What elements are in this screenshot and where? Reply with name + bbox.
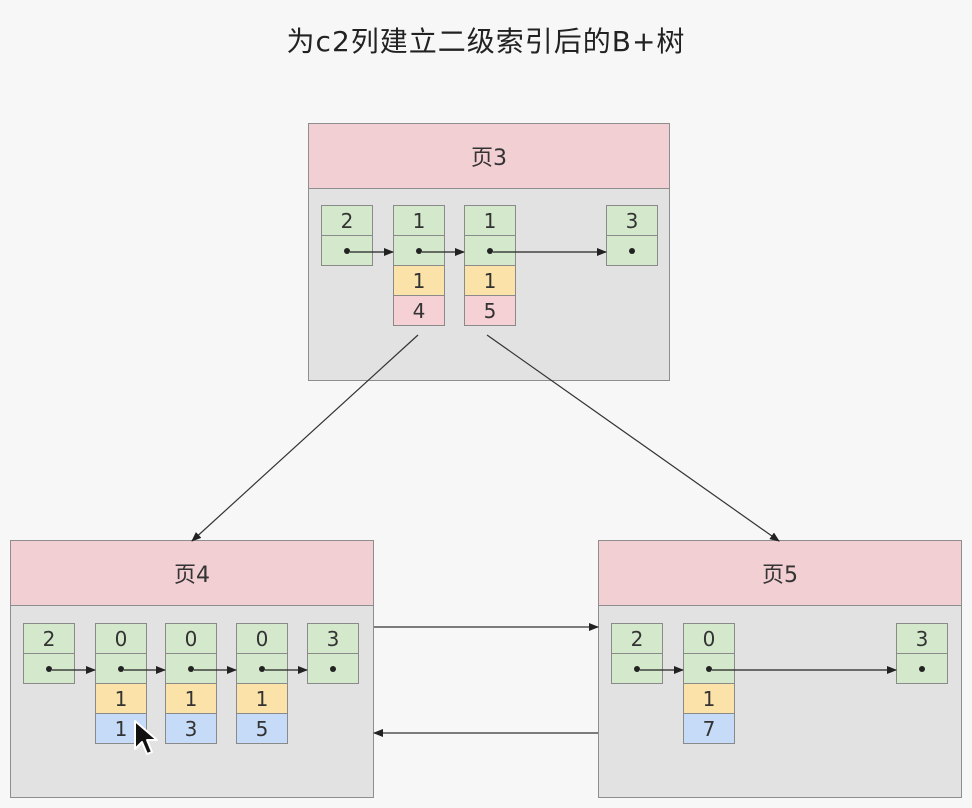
- page-5-record-supremum: 3: [896, 623, 948, 684]
- record-c1-value: 1: [236, 683, 288, 714]
- record-c1-value: 1: [464, 265, 516, 296]
- record-key: 3: [307, 623, 359, 654]
- mouse-cursor-icon: [134, 720, 158, 755]
- pointer-dot-icon: [188, 665, 194, 672]
- pointer-dot-icon: [416, 247, 422, 254]
- page-4-record-supremum: 3: [307, 623, 359, 684]
- pointer-dot-icon: [259, 665, 265, 672]
- record-key: 0: [683, 623, 735, 654]
- record-primary-key: 7: [683, 713, 735, 744]
- page-5-header: 页5: [599, 541, 961, 606]
- page-5-record-1: 0 1 7: [683, 623, 735, 744]
- record-next-pointer: [95, 653, 147, 684]
- page-4-record-infimum: 2: [23, 623, 75, 684]
- record-next-pointer: [896, 653, 948, 684]
- record-key: 3: [606, 205, 658, 236]
- page-3-record-supremum: 3: [606, 205, 658, 266]
- record-next-pointer: [683, 653, 735, 684]
- record-c1-value: 1: [165, 683, 217, 714]
- record-key: 2: [23, 623, 75, 654]
- page-3-record-infimum: 2: [321, 205, 373, 266]
- page-3-record-2: 1 1 5: [464, 205, 516, 326]
- page-4-record-2: 0 1 3: [165, 623, 217, 744]
- page-5-record-infimum: 2: [611, 623, 663, 684]
- record-key: 3: [896, 623, 948, 654]
- page-4-record-3: 0 1 5: [236, 623, 288, 744]
- pointer-dot-icon: [629, 247, 635, 254]
- record-next-pointer: [464, 235, 516, 266]
- record-key: 1: [464, 205, 516, 236]
- record-next-pointer: [393, 235, 445, 266]
- page-3-header: 页3: [309, 124, 669, 189]
- record-c1-value: 1: [393, 265, 445, 296]
- pointer-dot-icon: [344, 247, 350, 254]
- record-c1-value: 1: [683, 683, 735, 714]
- record-primary-key: 5: [236, 713, 288, 744]
- record-key: 0: [165, 623, 217, 654]
- page-4-record-1: 0 1 1: [95, 623, 147, 744]
- pointer-dot-icon: [46, 665, 52, 672]
- record-key: 2: [321, 205, 373, 236]
- page-4-header: 页4: [11, 541, 373, 606]
- record-next-pointer: [606, 235, 658, 266]
- record-next-pointer: [307, 653, 359, 684]
- record-key: 0: [95, 623, 147, 654]
- record-key: 2: [611, 623, 663, 654]
- record-next-pointer: [611, 653, 663, 684]
- pointer-dot-icon: [118, 665, 124, 672]
- record-key: 1: [393, 205, 445, 236]
- record-key: 0: [236, 623, 288, 654]
- pointer-dot-icon: [919, 665, 925, 672]
- record-page-number: 5: [464, 295, 516, 326]
- pointer-dot-icon: [634, 665, 640, 672]
- record-next-pointer: [236, 653, 288, 684]
- record-primary-key: 3: [165, 713, 217, 744]
- record-next-pointer: [165, 653, 217, 684]
- record-page-number: 4: [393, 295, 445, 326]
- record-c1-value: 1: [95, 683, 147, 714]
- page-3-record-1: 1 1 4: [393, 205, 445, 326]
- record-next-pointer: [321, 235, 373, 266]
- pointer-dot-icon: [330, 665, 336, 672]
- record-next-pointer: [23, 653, 75, 684]
- pointer-dot-icon: [487, 247, 493, 254]
- pointer-dot-icon: [706, 665, 712, 672]
- diagram-title: 为c2列建立二级索引后的B+树: [286, 25, 686, 58]
